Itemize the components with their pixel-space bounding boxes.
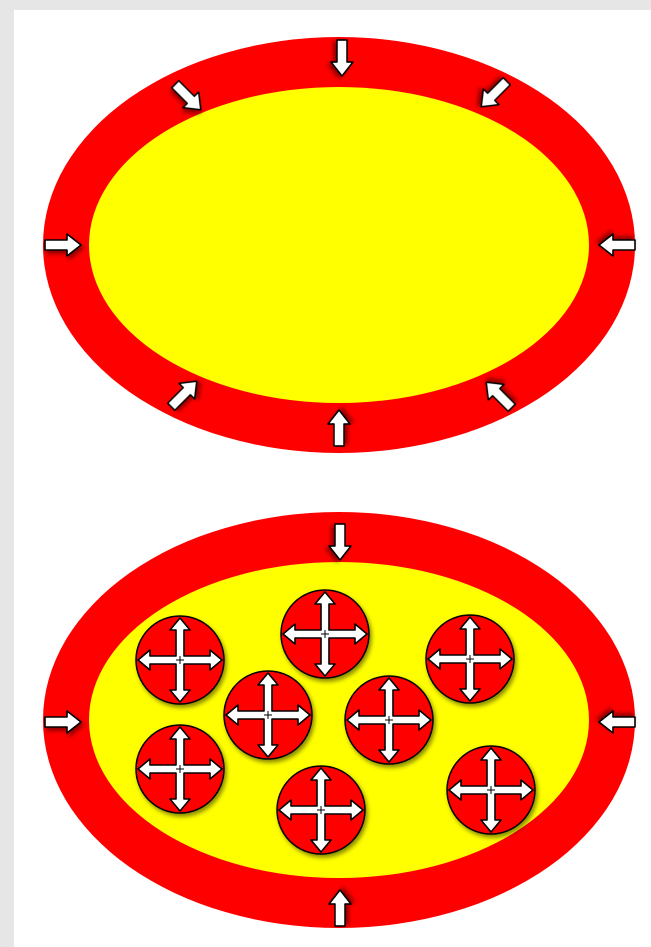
gas-particle xyxy=(426,615,514,703)
gas-particle xyxy=(224,671,312,759)
gas-particle xyxy=(136,725,224,813)
upper-inner-fill xyxy=(89,87,589,403)
gas-particle xyxy=(136,616,224,704)
upper-ellipse xyxy=(43,37,635,453)
gas-particle xyxy=(345,676,433,764)
gas-particle xyxy=(281,590,369,678)
lower-ellipse xyxy=(43,512,635,928)
gas-particle xyxy=(447,746,535,834)
diagram-canvas xyxy=(14,10,651,947)
gas-particle xyxy=(277,766,365,854)
